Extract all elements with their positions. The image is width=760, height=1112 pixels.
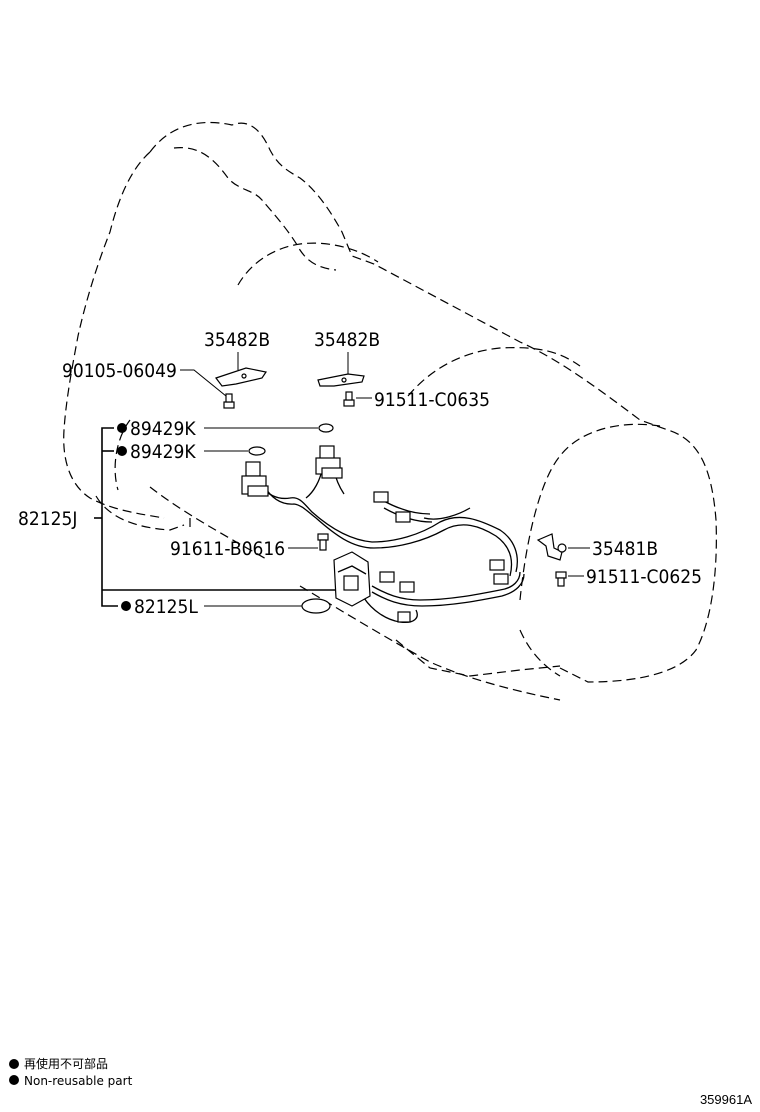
callout-89429k-upper: 89429K [130, 418, 196, 440]
connector-e [399, 581, 415, 593]
leader-lines [180, 352, 590, 607]
non-reusable-marker [117, 423, 127, 433]
main-connector [333, 551, 371, 607]
connector-b [395, 511, 411, 523]
connector-f [379, 571, 395, 583]
non-reusable-marker [117, 446, 127, 456]
callout-35481b: 35481B [592, 538, 658, 560]
non-reusable-marker [121, 601, 131, 611]
legend-marker-en [9, 1075, 19, 1085]
bolt-91511-c0625 [555, 571, 567, 587]
sensor-right [315, 445, 343, 479]
connector-g [397, 611, 411, 623]
bolt-90105-06049 [223, 393, 235, 409]
legend-text-jp: 再使用不可部品 [24, 1056, 108, 1071]
figure-id: 359961A [700, 1092, 752, 1107]
callout-91511-c0625: 91511-C0625 [586, 566, 702, 588]
callout-82125j: 82125J [18, 508, 77, 530]
callout-35482b-left: 35482B [204, 329, 270, 351]
connector-d [493, 573, 509, 585]
legend: 再使用不可部品 Non-reusable part [9, 1056, 133, 1088]
callout-91511-c0635: 91511-C0635 [374, 389, 490, 411]
assembly-bracket [94, 427, 336, 607]
oring-upper [318, 423, 334, 433]
legend-marker-jp [9, 1059, 19, 1069]
harness-connectors [373, 491, 509, 623]
bolt-91511-c0635 [343, 391, 355, 407]
oring-lower [248, 446, 266, 456]
bracket-35481b [536, 533, 567, 561]
bracket-35482b-left [215, 367, 267, 387]
bolt-91611-b0616 [317, 533, 329, 551]
callout-35482b-right: 35482B [314, 329, 380, 351]
connector-c [489, 559, 505, 571]
legend-text-en: Non-reusable part [24, 1074, 133, 1088]
callout-91611-b0616: 91611-B0616 [170, 538, 285, 560]
connector-a [373, 491, 389, 503]
callout-90105-06049: 90105-06049 [62, 360, 177, 382]
callout-89429k-lower: 89429K [130, 441, 196, 463]
bracket-35482b-right [317, 373, 365, 387]
gasket-ring [301, 598, 331, 614]
callout-82125l: 82125L [134, 596, 198, 618]
sensor-left [241, 461, 269, 497]
wire-harness [257, 469, 525, 624]
